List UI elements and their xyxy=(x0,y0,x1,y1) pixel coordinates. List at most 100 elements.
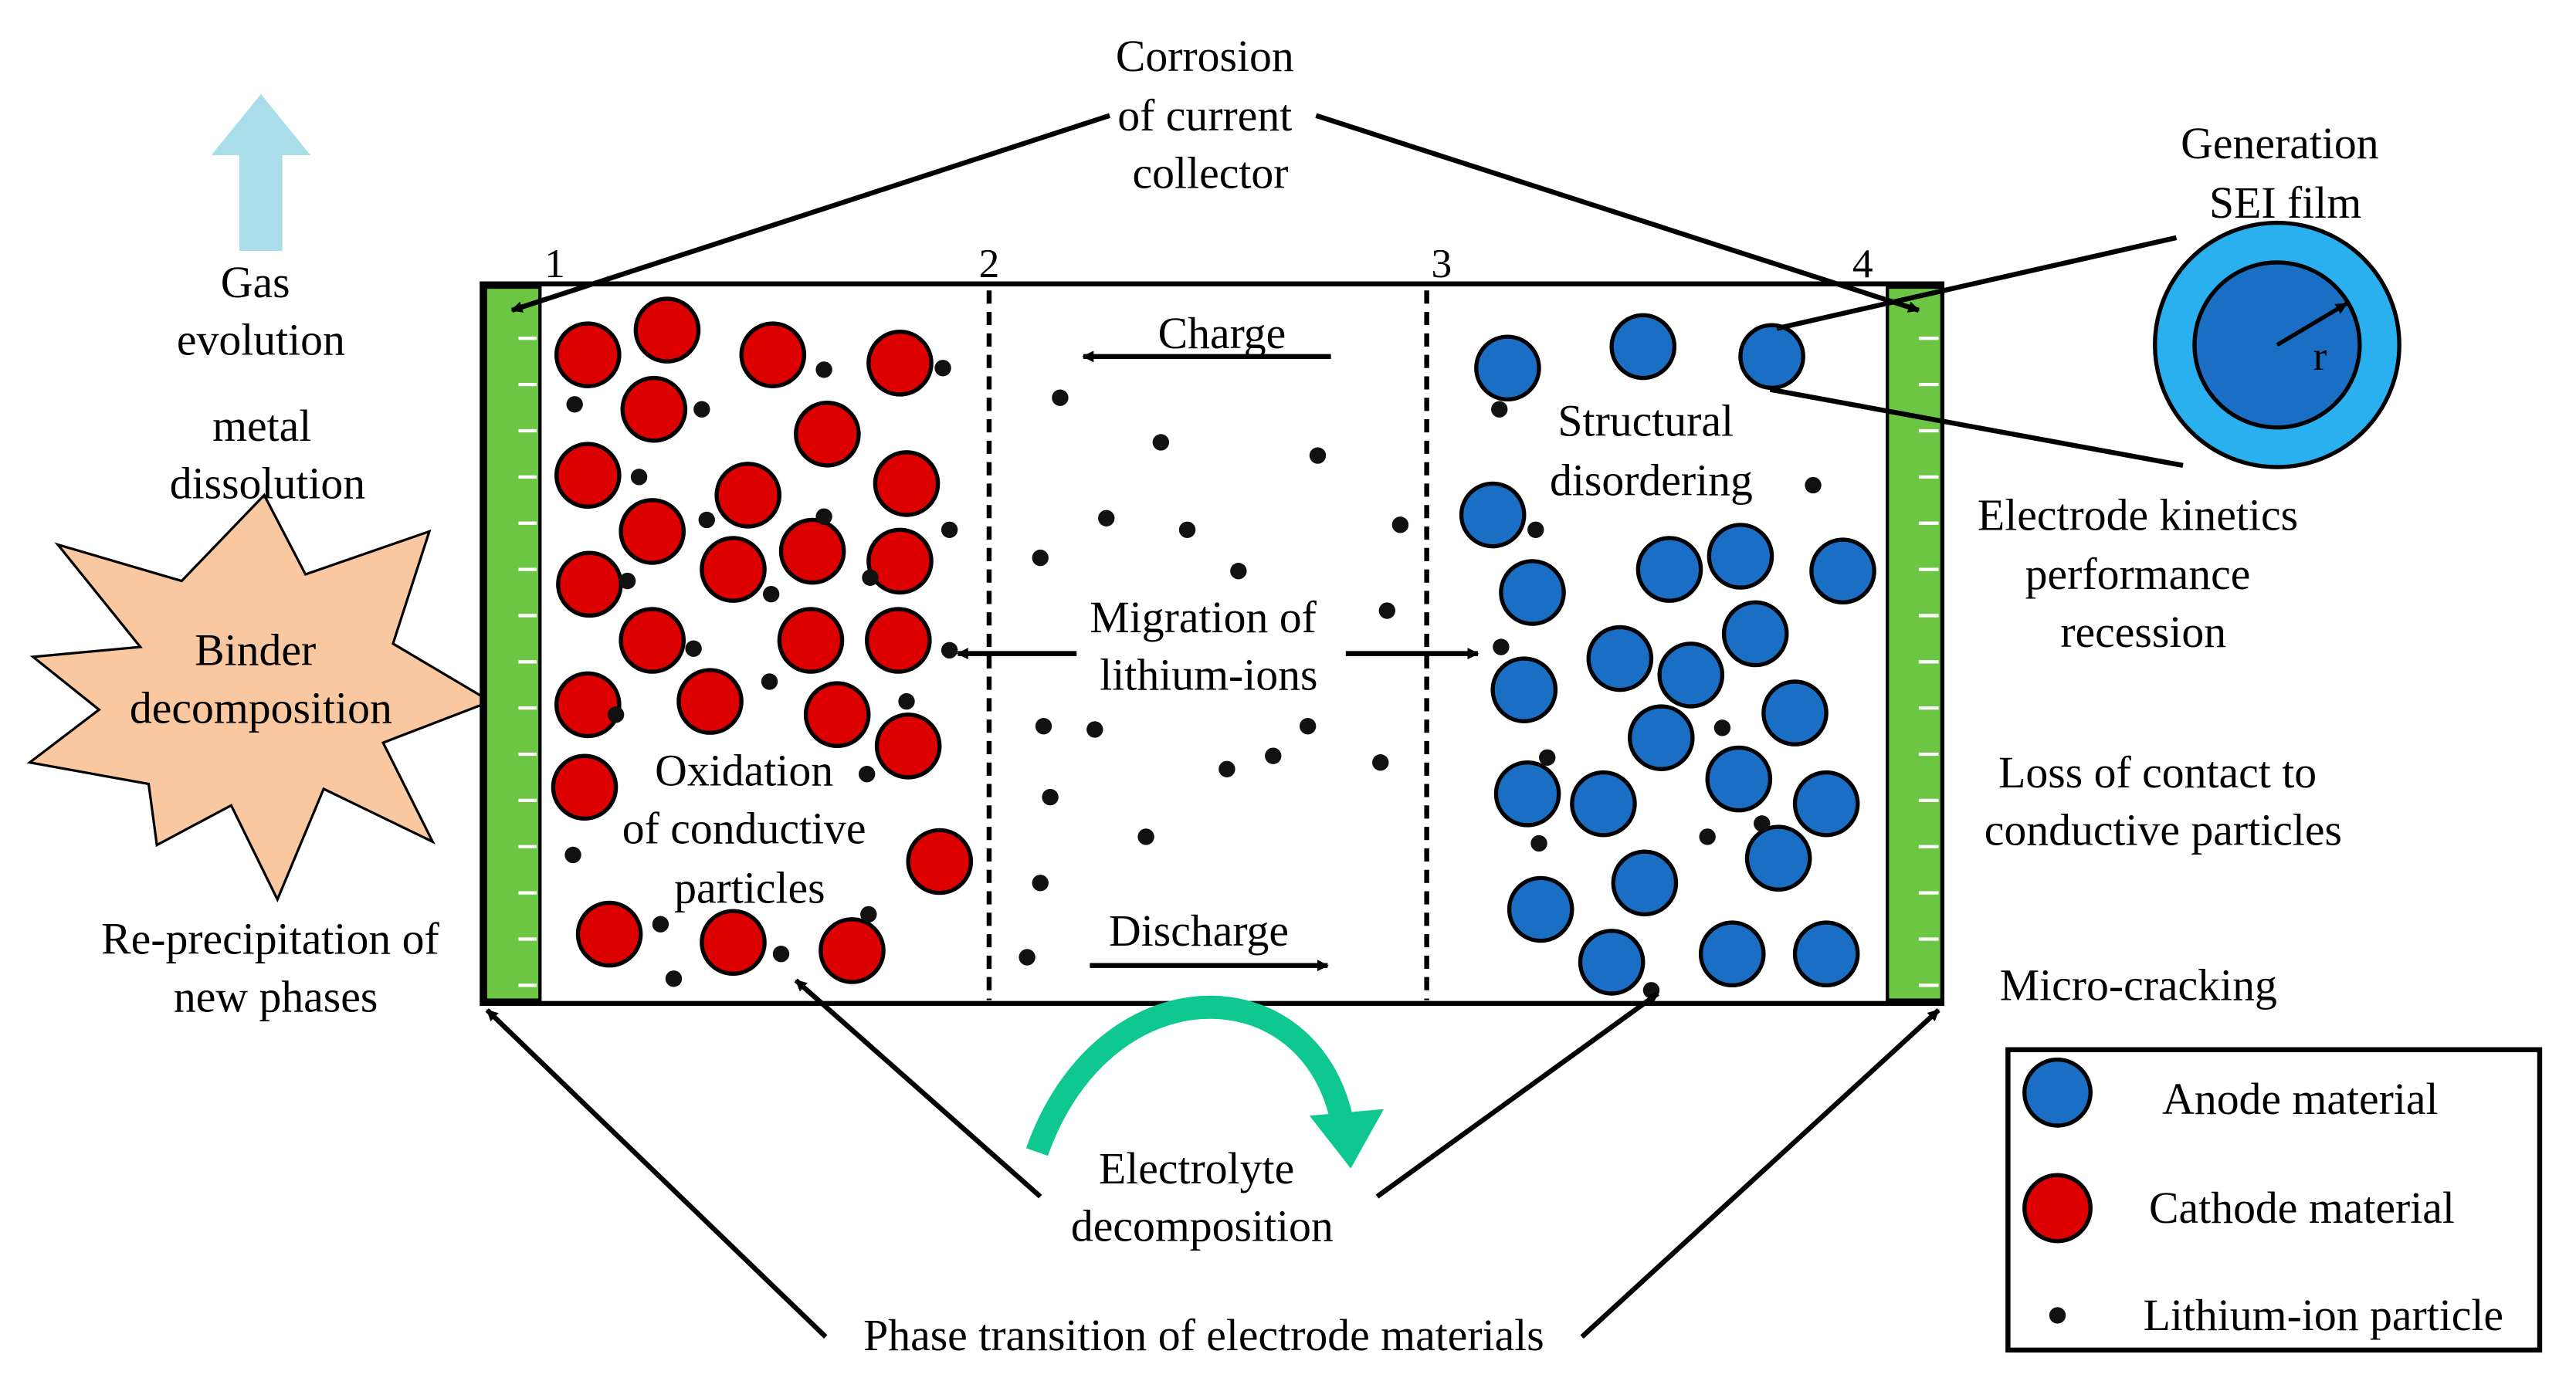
anode-particle xyxy=(1705,745,1773,813)
cathode-particle xyxy=(620,375,688,443)
lithium-ion-dot xyxy=(761,673,778,690)
cathode-particle xyxy=(778,517,846,585)
cathode-particle xyxy=(819,917,886,984)
lithium-ion-dot xyxy=(652,916,669,933)
cathode-particle xyxy=(619,498,686,565)
lithium-ion-dot xyxy=(941,642,958,659)
lithium-ion-dot xyxy=(1539,749,1556,766)
lithium-ion-dot xyxy=(1032,549,1049,567)
position-label-2: 2 xyxy=(979,240,1000,286)
corrosion-arrow-left xyxy=(510,113,1111,313)
lithium-ion-dot xyxy=(619,572,636,590)
cathode-particle xyxy=(874,713,942,780)
cathode-particle xyxy=(556,550,623,618)
anode-particle xyxy=(1586,625,1654,692)
radius-label: r xyxy=(2313,333,2327,379)
lithium-ion-dot xyxy=(1493,638,1510,655)
lithium-ion-dot xyxy=(1086,721,1103,738)
cathode-particle xyxy=(865,607,932,674)
discharge-label: Discharge xyxy=(1109,907,1289,956)
lithium-ion-dot xyxy=(941,521,958,538)
migration-label: Migration of lithium-ions xyxy=(1090,594,1327,700)
binder-starburst xyxy=(26,493,493,903)
anode-particle xyxy=(1792,770,1860,838)
cathode-particle xyxy=(906,828,974,895)
lithium-ion-dot xyxy=(815,361,832,378)
lithium-ion-dot xyxy=(1491,401,1508,418)
anode-particle xyxy=(1474,334,1541,402)
lithium-ion-dot xyxy=(1052,389,1069,406)
collector-ticks-right xyxy=(1918,337,1939,987)
electrolyte-arrow-left xyxy=(794,978,1042,1199)
anode-particle xyxy=(1657,642,1725,709)
sei-line-top xyxy=(1776,235,2178,331)
lithium-ion-dot xyxy=(665,970,683,987)
position-label-1: 1 xyxy=(544,240,565,286)
anode-particle xyxy=(1744,824,1812,892)
phase-arrow-left xyxy=(485,1008,828,1339)
anode-particle xyxy=(1698,920,1766,988)
lithium-ion-dot xyxy=(1754,815,1771,832)
micro-cracking-label: Micro-cracking xyxy=(2000,962,2277,1011)
position-label-4: 4 xyxy=(1852,240,1873,286)
lithium-ion-dot xyxy=(566,396,583,413)
lithium-ion-dot xyxy=(1299,718,1317,735)
metal-dissolution-label: metal dissolution xyxy=(170,402,365,509)
lithium-ion-dot xyxy=(898,692,915,710)
lithium-ion-dot xyxy=(1230,563,1247,580)
cathode-particle xyxy=(794,400,861,468)
legend-lithium-swatch xyxy=(2049,1307,2066,1324)
lithium-ion-dot xyxy=(1042,788,1059,806)
anode-particle xyxy=(1578,929,1646,996)
anode-particle xyxy=(1738,323,1805,391)
lithium-ion-dot xyxy=(1032,875,1049,892)
position-label-3: 3 xyxy=(1432,240,1452,286)
cathode-particle xyxy=(739,321,807,388)
lithium-ion-dot xyxy=(1530,834,1547,852)
lithium-ion-dot xyxy=(860,906,877,923)
lithium-ion-dot xyxy=(693,401,710,418)
cathode-particle xyxy=(873,450,941,517)
anode-particle xyxy=(1627,704,1695,771)
gas-evolution-label: Gas evolution xyxy=(177,259,345,365)
anode-particle xyxy=(1761,679,1829,746)
sei-label: Generation SEI film xyxy=(2181,120,2390,228)
lithium-ion-dot xyxy=(1035,718,1052,735)
lithium-ion-dot xyxy=(630,469,648,486)
current-collector-right xyxy=(1886,285,1944,1002)
cathode-particle xyxy=(554,442,622,509)
lithium-ion-dot xyxy=(1178,521,1196,538)
lithium-ion-dot xyxy=(1309,447,1327,464)
cathode-particle xyxy=(551,753,619,821)
legend-cathode-swatch xyxy=(2022,1173,2093,1244)
lithium-ion-dot xyxy=(1713,719,1731,736)
lithium-ion-dot xyxy=(1391,516,1409,533)
lithium-ion-dot xyxy=(934,360,951,377)
cathode-particle xyxy=(633,296,701,364)
electrolyte-decomposition-label: Electrolyte decomposition xyxy=(1071,1145,1334,1251)
anode-particle xyxy=(1570,770,1637,838)
anode-particle xyxy=(1493,760,1561,828)
lithium-ion-dot xyxy=(1527,521,1544,538)
gas-evolution-arrow xyxy=(211,93,311,251)
lithium-ion-dot xyxy=(685,640,702,657)
lithium-ion-dot xyxy=(862,569,879,586)
phase-arrow-right xyxy=(1580,1008,1940,1339)
oxidation-label: Oxidation of conductive particles xyxy=(622,747,877,913)
collector-ticks-left xyxy=(518,337,537,987)
lithium-ion-dot xyxy=(1265,747,1282,764)
lithium-ion-dot xyxy=(1805,476,1822,494)
cathode-particle xyxy=(700,909,767,977)
lithium-ion-dot xyxy=(1219,760,1235,777)
lithium-ion-dots xyxy=(564,360,1822,999)
lithium-ion-dot xyxy=(564,846,581,864)
legend-lithium-label: Lithium-ion particle xyxy=(2144,1292,2503,1340)
cathode-particle xyxy=(866,527,934,595)
anode-particle xyxy=(1490,656,1558,723)
cathode-particle xyxy=(803,681,871,749)
cathode-particle xyxy=(700,536,767,603)
anode-particle xyxy=(1499,559,1566,626)
anode-particles xyxy=(1459,313,1876,996)
anode-particle xyxy=(1635,536,1703,603)
